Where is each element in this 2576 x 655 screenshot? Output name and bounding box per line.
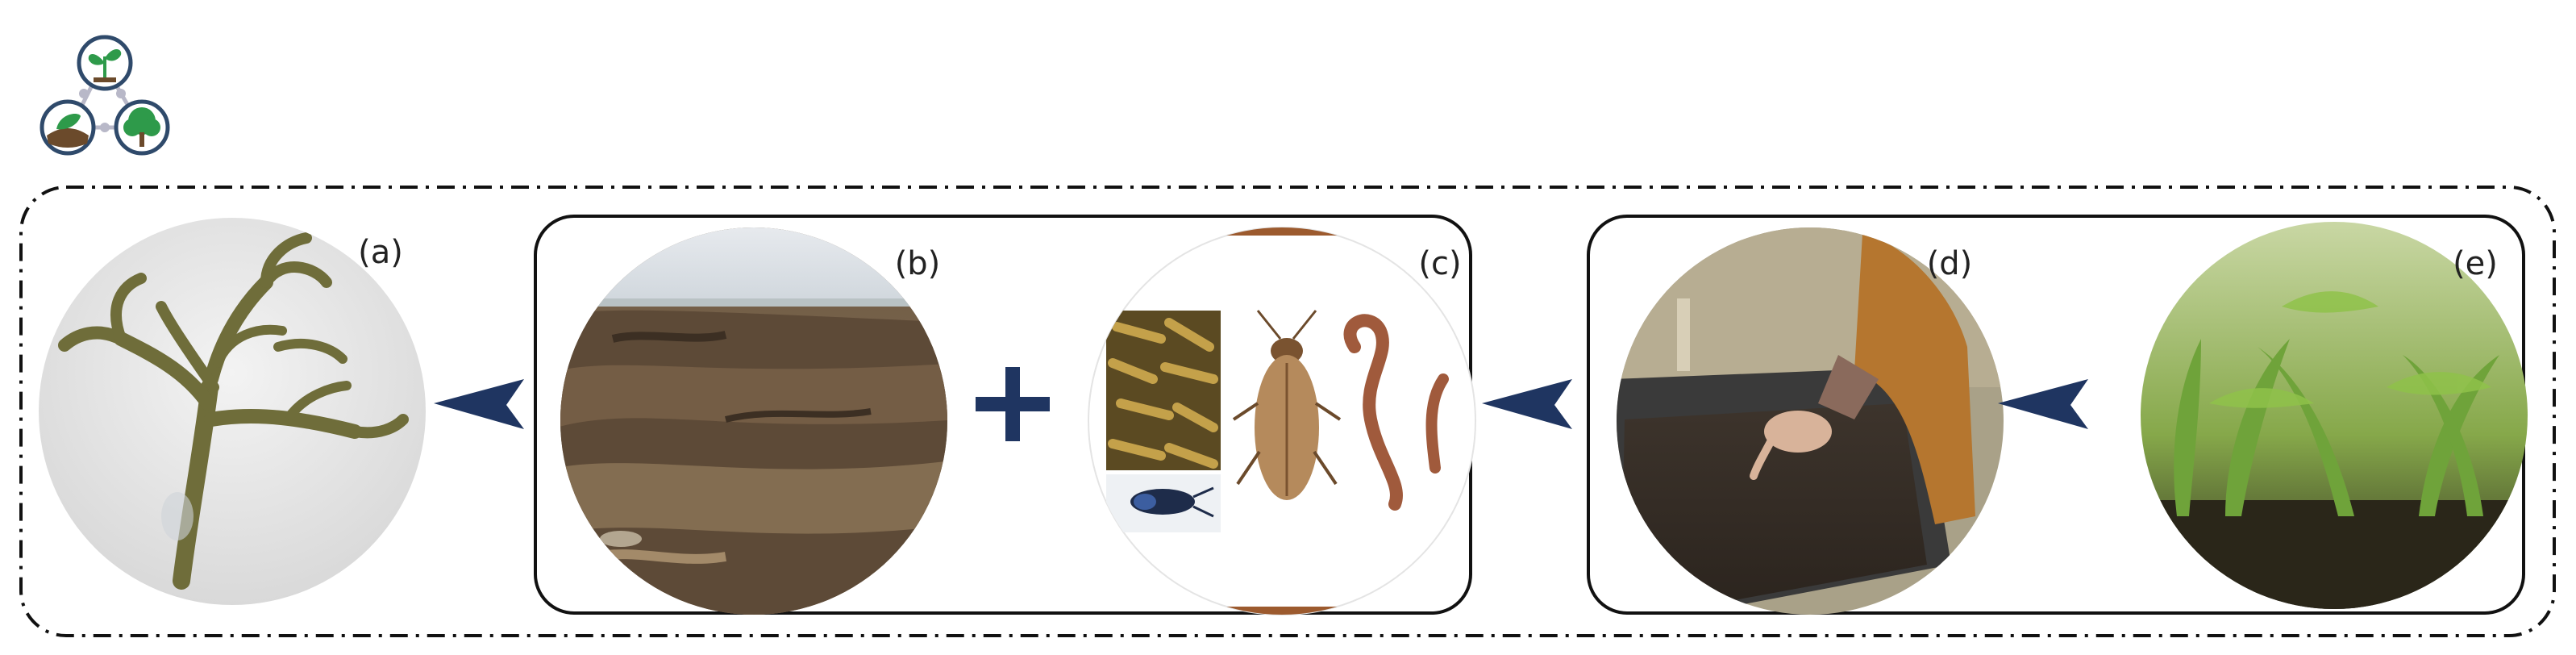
panel-c-insects-photo: [1088, 227, 1476, 615]
logo-dot: [116, 89, 126, 98]
logo: [40, 35, 170, 156]
plus-operator: [976, 367, 1050, 441]
panel-d-compost-photo: [1617, 227, 2004, 615]
panel-d-label: (d): [1927, 245, 1973, 282]
soil-leaf-icon: [40, 99, 96, 156]
panel-c-label: (c): [1418, 245, 1461, 282]
logo-dot: [100, 123, 110, 132]
panel-a-label: (a): [358, 234, 403, 271]
logo-dot: [79, 89, 89, 98]
panel-b-beach-photo: [560, 227, 947, 615]
beetle-tile: [1106, 474, 1221, 532]
cockroach-figure: [1232, 310, 1342, 500]
arrow-right: [434, 379, 524, 429]
seedling-icon: [77, 35, 133, 91]
mealworms-tile: [1106, 311, 1221, 470]
panel-b-label: (b): [895, 245, 941, 282]
outer-process-frame: [19, 186, 2556, 637]
arrow-right: [1482, 379, 1572, 429]
panel-a-seaweed-photo: [39, 218, 426, 605]
panel-e-label: (e): [2453, 245, 2498, 282]
tree-icon: [114, 99, 170, 156]
earthworm-figure: [1343, 314, 1403, 511]
arrow-right: [1998, 379, 2088, 429]
earthworm-figure: [1425, 373, 1449, 474]
